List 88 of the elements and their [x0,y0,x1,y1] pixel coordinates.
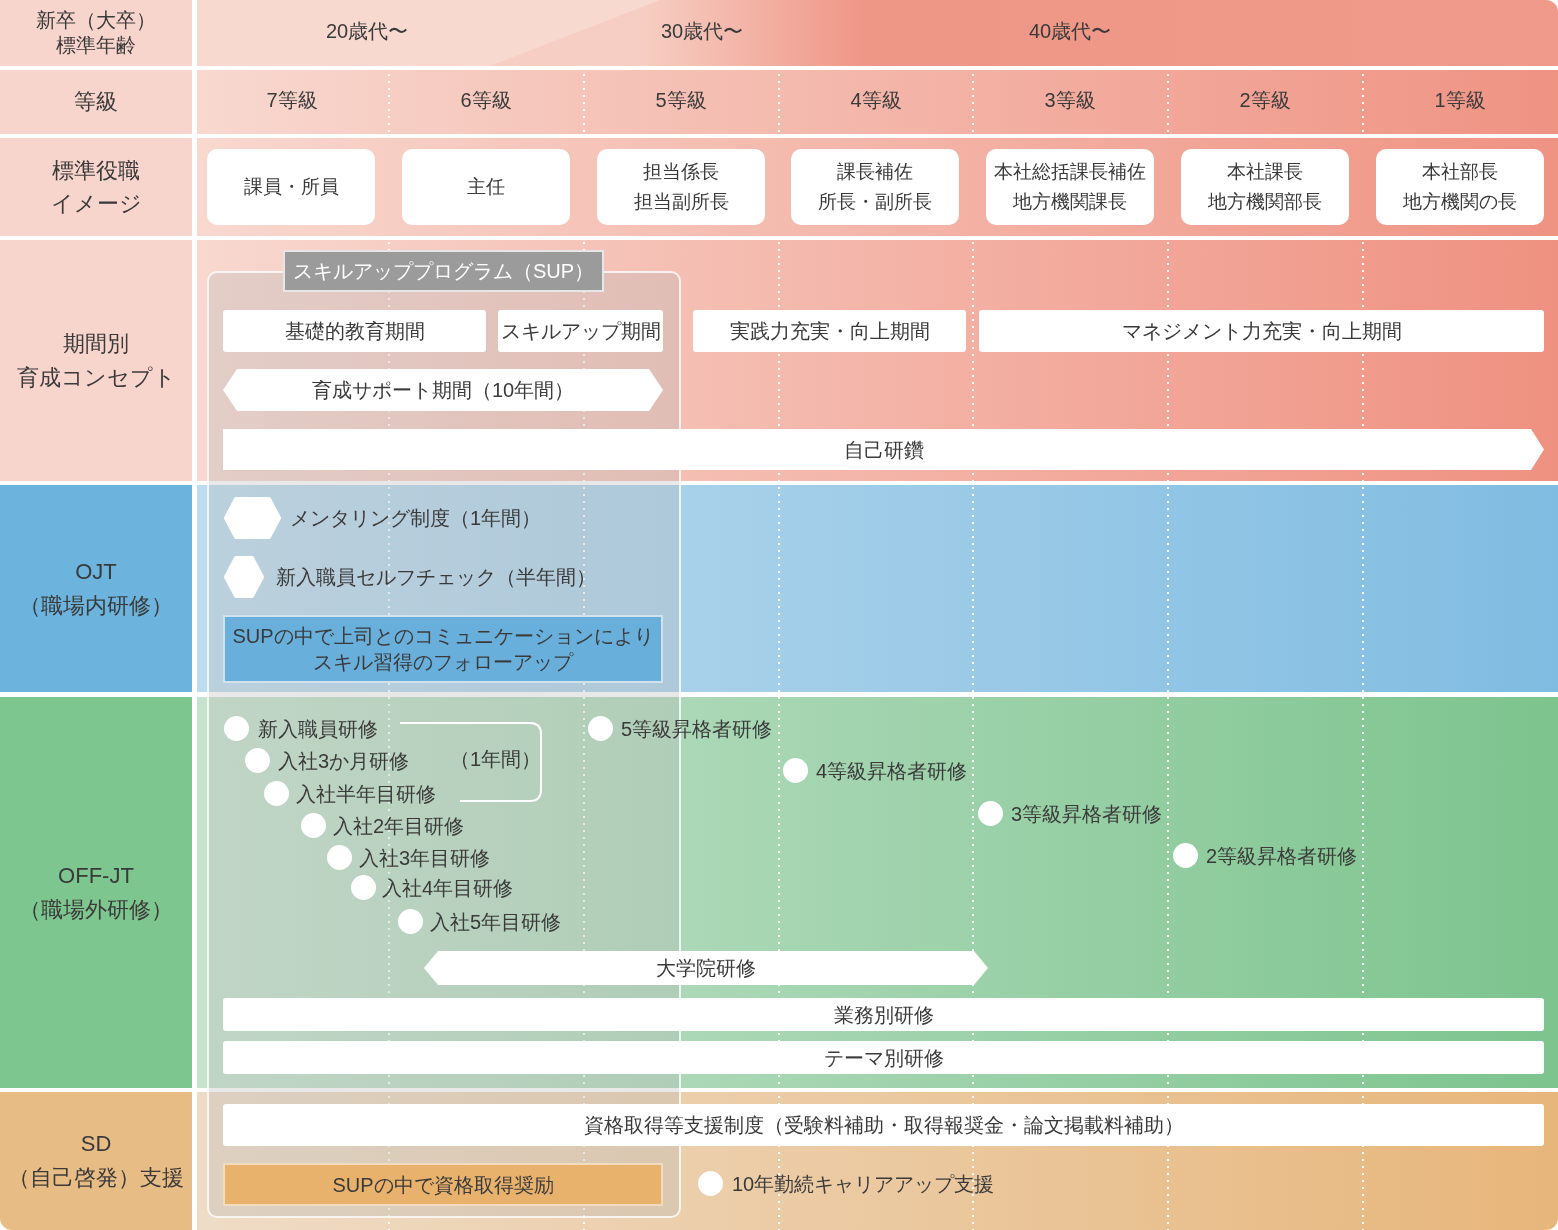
frame-title: スキルアッププログラム（SUP） [292,259,595,284]
row-header-cell [0,485,192,692]
item-label: 新入職員研修 [258,716,378,742]
grade-label: 3等級 [1044,88,1096,113]
role-card [597,149,765,225]
hexagon-marker [224,556,264,598]
bar-label: テーマ別研修 [823,1045,944,1071]
bar-label: マネジメント力充実・向上期間 [1121,319,1402,344]
row-header-text: （職場内研修） [19,591,173,620]
role-title: 地方機関部長 [1208,190,1322,214]
period-bar [223,310,486,352]
period-bar [223,998,1544,1031]
item-label: メンタリング制度（1年間） [290,506,542,531]
role-card [1181,149,1349,225]
row-header-text: イメージ [50,190,142,218]
arrow-band [223,429,1544,470]
note-panel [223,1163,663,1206]
role-title: 本社総括課長補佐 [994,160,1146,184]
item-label: 入社半年目研修 [296,781,436,807]
row-header-cell [0,0,192,66]
grade-label: 6等級 [460,88,512,113]
role-title: 主任 [467,175,505,199]
row-header-text: 標準年齢 [56,33,136,58]
item-label: 入社4年目研修 [382,875,514,901]
row-header-cell [0,697,192,1088]
row-header-text: 期間別 [63,329,129,358]
role-title: 本社課長 [1227,160,1303,184]
item-label: 入社5年目研修 [430,909,562,935]
arrow-label: 自己研鑽 [843,437,924,463]
role-card [402,149,570,225]
row-header-text: SD [80,1130,112,1158]
row-header-text: （自己啓発）支援 [8,1164,184,1192]
item-label: 入社3か月研修 [278,748,410,774]
period-bar [498,310,663,352]
grade-label: 7等級 [266,88,318,113]
note-text: SUPの中で資格取得奨励 [332,1172,554,1198]
age-label: 30歳代〜 [660,19,744,44]
arrow-label: 大学院研修 [656,956,756,981]
role-card [791,149,959,225]
note-text: SUPの中で上司とのコミュニケーションによりスキル習得のフォローアップ [231,624,655,675]
role-card [207,149,375,225]
row-header-cell [0,70,192,134]
grade-label: 2等級 [1239,88,1291,113]
note-panel [223,615,663,683]
bar-label: 実践力充実・向上期間 [729,319,930,344]
period-bar [693,310,966,352]
age-label: 20歳代〜 [325,19,409,44]
item-label: 入社2年目研修 [333,813,465,839]
period-bar [223,1041,1544,1074]
role-title: 課長補佐 [837,160,913,184]
row-header-text: 育成コンセプト [16,363,176,392]
role-title: 課員・所員 [243,175,339,199]
period-bar [223,1104,1544,1146]
role-card [1376,149,1544,225]
item-label: 2等級昇格者研修 [1206,843,1358,869]
row-header-text: 標準役職 [52,157,140,185]
item-label: 新入職員セルフチェック（半年間） [276,565,596,590]
grade-label: 1等級 [1434,88,1486,113]
row-header-text: OFF-JT [58,861,134,890]
row-header-cell [0,240,192,481]
role-title: 担当副所長 [633,190,729,214]
role-title: 地方機関の長 [1403,190,1517,214]
role-title: 地方機関課長 [1013,190,1127,214]
age-label: 40歳代〜 [1028,19,1112,44]
item-label: 入社3年目研修 [359,845,491,871]
duration-note: （1年間） [450,747,542,772]
period-bar [979,310,1544,352]
role-title: 本社部長 [1422,160,1498,184]
row-header-cell [0,138,192,236]
bar-label: 業務別研修 [833,1002,934,1028]
role-card [986,149,1154,225]
item-label: 10年勤続キャリアアップ支援 [732,1171,995,1197]
row-header-text: （職場外研修） [19,895,173,924]
grade-label: 4等級 [850,88,902,113]
grade-label: 5等級 [655,88,707,113]
bar-label: スキルアップ期間 [500,319,661,344]
item-label: 5等級昇格者研修 [621,716,773,742]
bar-label: 資格取得等支援制度（受験料補助・取得報奨金・論文掲載料補助） [583,1113,1184,1138]
bar-label: 基礎的教育期間 [284,319,425,344]
role-title: 所長・副所長 [818,190,932,214]
item-label: 4等級昇格者研修 [816,758,968,784]
row-header-text: 等級 [74,88,118,116]
role-title: 担当係長 [643,160,719,184]
arrow-label: 育成サポート期間（10年間） [311,378,575,403]
row-header-text: OJT [75,557,117,586]
row-header-cell [0,1092,192,1230]
item-label: 3等級昇格者研修 [1011,801,1163,827]
row-header-text: 新卒（大卒） [36,8,156,33]
